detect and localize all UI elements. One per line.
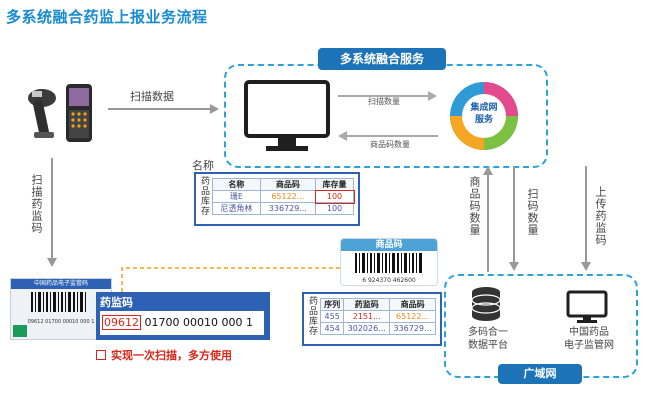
scanner-device-image bbox=[14, 78, 104, 148]
table-cell: 336729... bbox=[389, 322, 436, 335]
barcode-graphic bbox=[355, 253, 422, 273]
barcode-card: 商品码 6 924370 462600 bbox=[340, 238, 438, 286]
platform-one-line1: 多码合一 bbox=[468, 327, 508, 338]
drug-code-strip-number: 09612 01700 00010 000 1 bbox=[27, 319, 95, 325]
table-cell: 珊E bbox=[212, 190, 261, 203]
scan-drug-code-arrow bbox=[46, 158, 58, 272]
scan-data-arrow bbox=[108, 100, 220, 119]
platform-one-label: 多码合一 数据平台 bbox=[456, 326, 520, 352]
platform-two-line2: 电子监管网 bbox=[564, 340, 614, 351]
table-cell: 336729... bbox=[259, 202, 317, 215]
upward-code-count-arrow bbox=[482, 166, 494, 276]
code-count-arrow bbox=[338, 126, 438, 145]
network-label-line1: 集成网 bbox=[470, 103, 498, 113]
drug-code-panel: 药监码 09612 01700 00010 000 1 bbox=[96, 292, 270, 340]
table-row: 尼透角林 336729... 100 bbox=[212, 202, 354, 215]
service-box-label: 多系统融合服务 bbox=[318, 48, 446, 70]
inventory-side-label: 药品库存 bbox=[199, 176, 209, 216]
small-monitor-icon bbox=[566, 290, 608, 328]
strip-green-mark bbox=[13, 325, 27, 337]
table-row: 454 302026... 336729... bbox=[319, 322, 436, 335]
table-cell: 2151... bbox=[343, 310, 391, 323]
bottom-header-drug-code: 药监码 bbox=[343, 298, 391, 311]
upward-code-count-label: 商品码数量 bbox=[468, 176, 481, 236]
table-cell: 100 bbox=[315, 202, 354, 215]
network-label-line2: 服务 bbox=[474, 115, 493, 125]
table-row: 455 2151... 65122... bbox=[319, 310, 436, 323]
inventory-header-stock: 库存量 bbox=[315, 178, 354, 191]
platform-two-line1: 中国药品 bbox=[569, 327, 609, 338]
integration-network-icon bbox=[448, 80, 520, 156]
drug-code-value-box: 09612 01700 00010 000 1 bbox=[100, 311, 264, 335]
dashed-connector bbox=[118, 264, 342, 302]
stock-highlight-cell: 100 bbox=[314, 189, 355, 204]
table-cell: 尼透角林 bbox=[212, 202, 261, 215]
name-label: 名称 bbox=[192, 159, 214, 172]
monitor-icon bbox=[244, 80, 330, 158]
bottom-table: 序列 药监码 商品码 455 2151... 65122... 454 3020… bbox=[319, 298, 436, 335]
table-cell: 454 bbox=[319, 322, 345, 335]
drug-code-panel-title: 药监码 bbox=[100, 296, 133, 309]
drug-code-strip-barcode bbox=[31, 292, 86, 312]
drug-code-highlight: 09612 bbox=[102, 315, 141, 330]
platform-two-label: 中国药品 电子监管网 bbox=[554, 326, 624, 352]
drug-code-strip: 中国药品电子监管码 09612 01700 00010 000 1 bbox=[10, 278, 112, 340]
bottom-side-label: 药品库存 bbox=[307, 296, 317, 336]
slogan-text: 实现一次扫描，多方使用 bbox=[111, 349, 232, 362]
scan-data-label: 扫描数据 bbox=[130, 90, 174, 103]
table-cell: 65122... bbox=[389, 310, 436, 323]
table-cell: 455 bbox=[319, 310, 345, 323]
drug-code-strip-title: 中国药品电子监管码 bbox=[11, 279, 111, 289]
bottom-header-seq: 序列 bbox=[319, 298, 345, 311]
page-title: 多系统融合药监上报业务流程 bbox=[6, 8, 208, 26]
inventory-header-code: 商品码 bbox=[259, 178, 317, 191]
scan-drug-code-label: 扫描药监码 bbox=[30, 174, 43, 234]
barcode-number: 6 924370 462600 bbox=[362, 277, 416, 284]
barcode-card-title: 商品码 bbox=[341, 239, 437, 251]
inventory-header-name: 名称 bbox=[212, 178, 261, 191]
drug-code-rest: 01700 00010 000 1 bbox=[144, 316, 253, 329]
inventory-table-panel: 药品库存 名称 商品码 库存量 珊E 65122... 100 尼透角林 336… bbox=[194, 172, 360, 226]
wan-label: 广域网 bbox=[498, 364, 582, 384]
code-count-label: 商品码数量 bbox=[370, 140, 410, 149]
table-cell: 302026... bbox=[343, 322, 391, 335]
table-row: 珊E 65122... 100 bbox=[212, 189, 355, 204]
bottom-header-product-code: 商品码 bbox=[389, 298, 436, 311]
scan-count-down-arrow bbox=[508, 166, 520, 276]
scan-count-vertical-label: 扫码数量 bbox=[526, 188, 539, 236]
platform-one-line2: 数据平台 bbox=[468, 340, 508, 351]
scan-count-label: 扫描数量 bbox=[368, 97, 400, 106]
slogan-checkbox-icon bbox=[96, 350, 106, 360]
upload-code-arrow bbox=[580, 166, 592, 276]
bottom-table-panel: 药品库存 序列 药监码 商品码 455 2151... 65122... 454… bbox=[302, 292, 442, 346]
inventory-table: 名称 商品码 库存量 珊E 65122... 100 尼透角林 336729..… bbox=[212, 178, 355, 215]
slogan: 实现一次扫描，多方使用 bbox=[96, 347, 232, 363]
upload-code-label: 上传药监码 bbox=[594, 186, 607, 246]
database-icon bbox=[470, 286, 502, 326]
integration-network-label: 集成网 服务 bbox=[462, 102, 506, 126]
scan-count-arrow bbox=[338, 86, 438, 105]
table-cell: 65122... bbox=[259, 190, 317, 203]
